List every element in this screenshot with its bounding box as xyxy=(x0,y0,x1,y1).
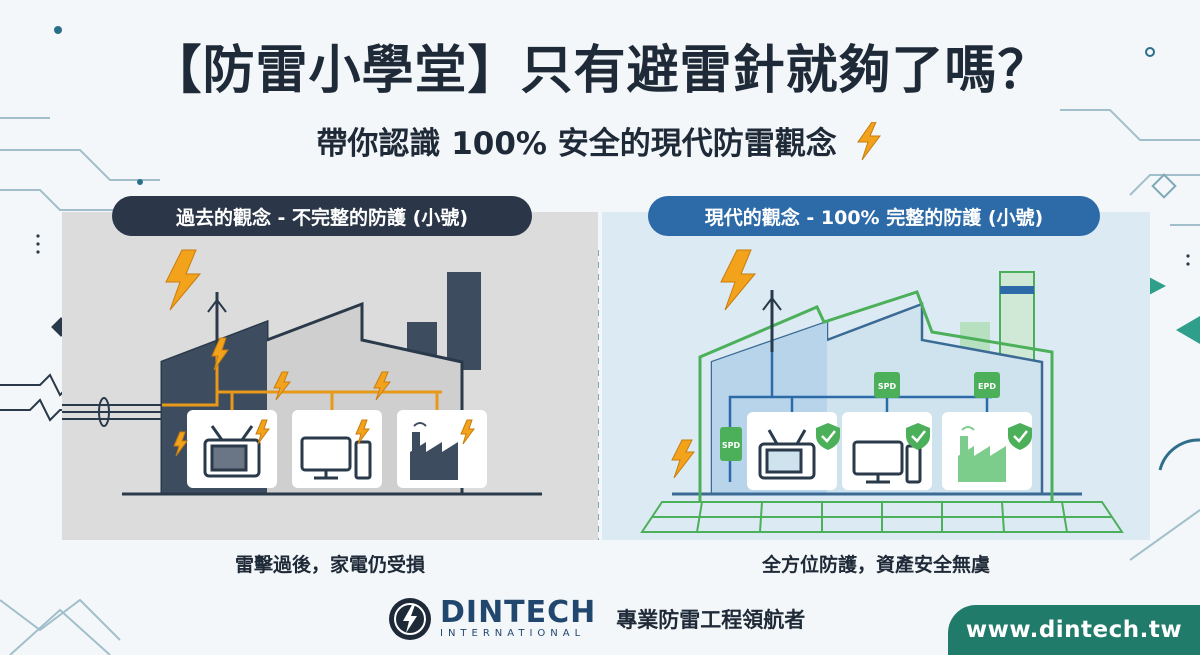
website-url[interactable]: www.dintech.tw xyxy=(965,617,1183,643)
page-subtitle: 帶你認識 100% 安全的現代防雷觀念 xyxy=(0,118,1200,163)
spd-device: SPD xyxy=(720,427,742,461)
modern-concept-caption: 全方位防護，資產安全無虞 xyxy=(761,554,990,576)
modern-concept-illustration: SPD SPD EPD xyxy=(640,249,1124,533)
brand-wordmark: DINTECH INTERNATIONAL xyxy=(440,598,596,640)
factory-icon xyxy=(958,426,1006,482)
factory-icon xyxy=(410,422,458,480)
shield-check-icon xyxy=(906,423,930,450)
shield-check-icon xyxy=(1008,423,1032,450)
epd-device: EPD xyxy=(974,372,1000,398)
factory-chimney xyxy=(447,272,481,370)
unprotected-wiring xyxy=(162,352,442,412)
svg-text:SPD: SPD xyxy=(722,441,741,450)
lightning-bolt-icon xyxy=(671,439,696,479)
modern-concept-panel: SPD SPD EPD xyxy=(602,212,1150,540)
brand-block: DINTECH INTERNATIONAL 專業防雷工程領航者 xyxy=(388,593,805,645)
website-url-bar[interactable]: www.dintech.tw xyxy=(948,605,1200,655)
spd-device: SPD xyxy=(874,372,900,398)
computer-icon xyxy=(300,436,372,480)
svg-text:SPD: SPD xyxy=(878,382,897,391)
modern-concept-label: 現代的觀念 - 100% 完整的防護 (小號) xyxy=(648,196,1100,236)
brand-name: DINTECH xyxy=(440,595,597,630)
lightning-bolt-icon xyxy=(165,249,202,311)
lightning-rod xyxy=(762,290,782,352)
lightning-bolt-icon xyxy=(856,122,881,160)
past-concept-label: 過去的觀念 - 不完整的防護 (小號) xyxy=(112,196,532,236)
shield-check-icon xyxy=(816,423,840,450)
dintech-logo-icon xyxy=(389,598,431,640)
tv-icon xyxy=(758,429,816,480)
past-concept-panel xyxy=(62,212,598,540)
svg-text:EPD: EPD xyxy=(978,382,996,391)
damage-spark-icons xyxy=(173,337,475,457)
power-line xyxy=(62,397,162,427)
past-concept-illustration xyxy=(62,249,542,496)
grounding-grid xyxy=(640,501,1124,533)
page-title: 【防雷小學堂】只有避雷針就夠了嗎？ xyxy=(149,41,1051,101)
past-concept-caption: 雷擊過後，家電仍受損 xyxy=(234,554,425,576)
brand-sub: INTERNATIONAL xyxy=(440,628,586,639)
tv-icon xyxy=(203,425,261,478)
lightning-rod xyxy=(207,292,227,352)
lightning-bolt-icon xyxy=(720,249,757,311)
brand-tagline: 專業防雷工程領航者 xyxy=(616,608,806,632)
external-protection-loop xyxy=(698,290,1054,502)
page-subtitle-text: 帶你認識 100% 安全的現代防雷觀念 xyxy=(316,126,837,162)
